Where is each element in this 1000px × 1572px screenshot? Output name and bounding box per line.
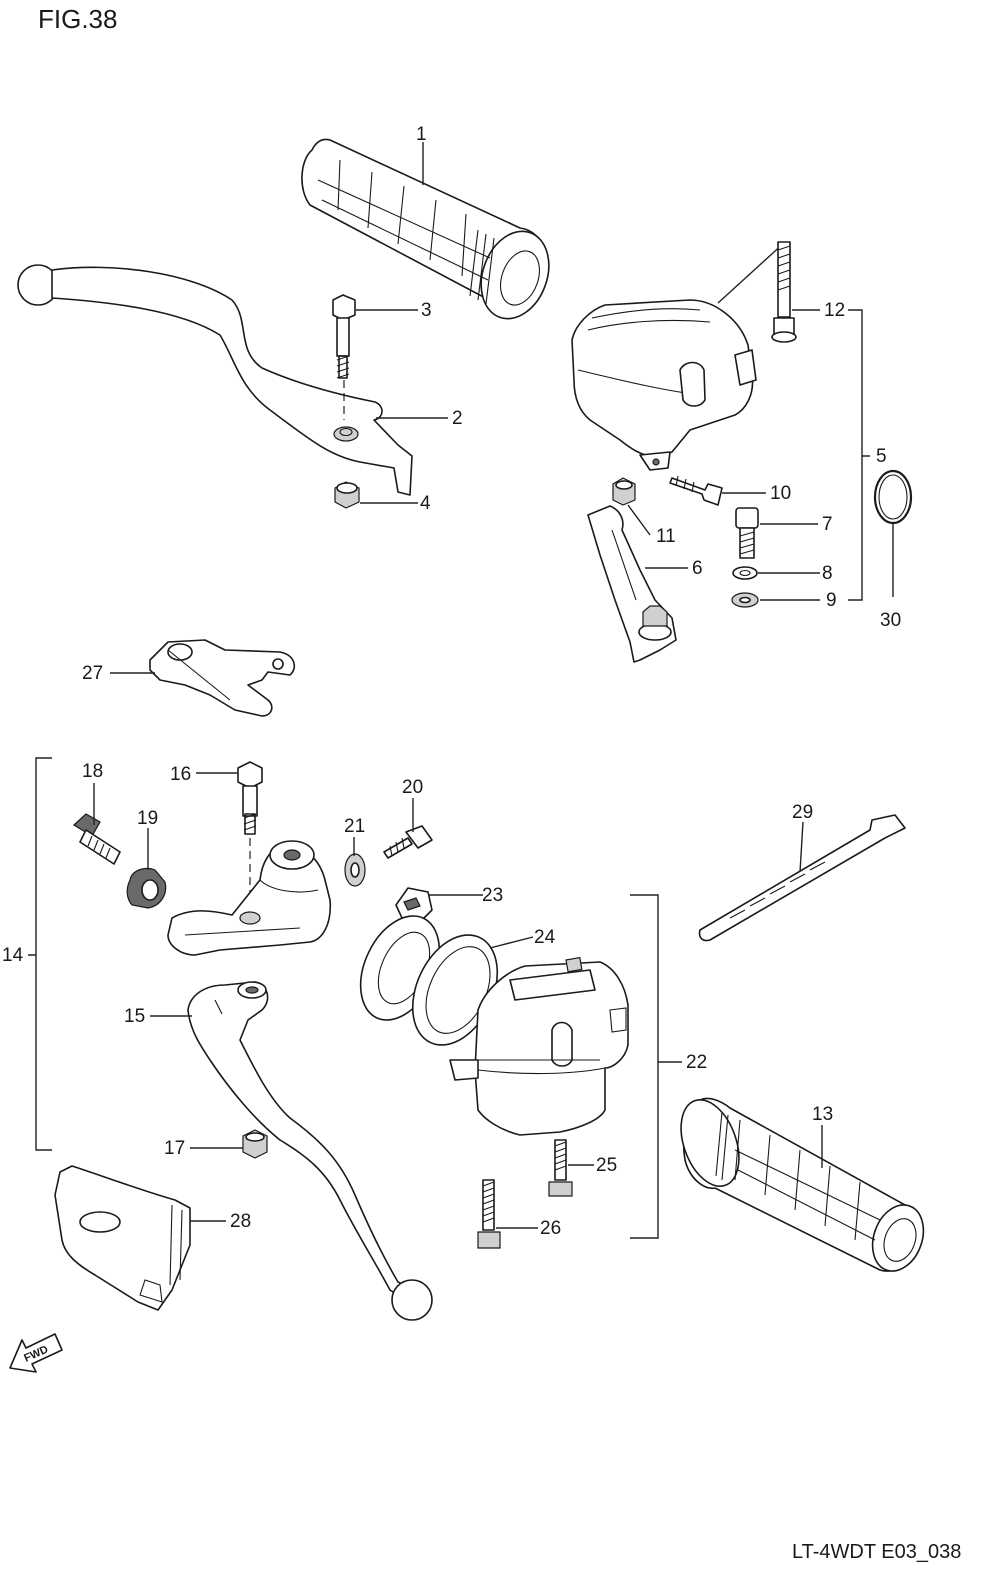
- callout-17: 17: [164, 1138, 185, 1159]
- adjuster-bolt-18: [73, 813, 121, 865]
- callout-11: 11: [656, 526, 676, 547]
- callout-19: 19: [137, 808, 158, 829]
- callout-9: 9: [826, 590, 837, 611]
- callout-13: 13: [812, 1104, 833, 1125]
- callout-15: 15: [124, 1006, 145, 1027]
- screw-26: [477, 1179, 501, 1249]
- callout-1: 1: [416, 124, 427, 145]
- callout-21: 21: [344, 816, 365, 837]
- bolt-16: [237, 761, 263, 835]
- nut-11: [612, 477, 636, 506]
- master-cylinder: [571, 299, 757, 471]
- lever-holder-14: [167, 840, 332, 956]
- brake-lever-upper: [17, 264, 413, 496]
- figure-title: FIG.38: [38, 4, 117, 34]
- nut-17: [242, 1129, 268, 1159]
- adjuster-nut-19: [126, 867, 167, 909]
- callout-27: 27: [82, 663, 103, 684]
- washer-9: [731, 592, 759, 608]
- callout-6: 6: [692, 558, 703, 579]
- washer-8: [732, 566, 758, 580]
- grip-left: [301, 138, 550, 320]
- nut-4: [334, 481, 360, 509]
- callout-2: 2: [452, 408, 463, 429]
- callout-5: 5: [876, 446, 887, 467]
- clutch-lever-15: [187, 981, 433, 1321]
- switch-box-22: [449, 956, 629, 1136]
- screw-25: [548, 1139, 573, 1197]
- callout-29: 29: [792, 802, 813, 823]
- cable-tie-29: [698, 814, 906, 942]
- o-ring-30: [873, 469, 913, 525]
- screw-10: [669, 475, 723, 506]
- callout-26: 26: [540, 1218, 561, 1239]
- figure-code: LT-4WDT E03_038: [792, 1541, 961, 1563]
- leader-lines: [93, 142, 894, 1229]
- callout-25: 25: [596, 1155, 617, 1176]
- callout-24: 24: [534, 927, 556, 948]
- callout-28: 28: [230, 1211, 251, 1232]
- callout-10: 10: [770, 483, 791, 504]
- callout-4: 4: [420, 493, 431, 514]
- boot-cover-28: [54, 1165, 191, 1311]
- callout-30: 30: [880, 610, 901, 631]
- bolt-7: [735, 507, 759, 559]
- callout-14: 14: [2, 945, 24, 966]
- cable-holder-23: [395, 887, 433, 921]
- callout-3: 3: [421, 300, 432, 321]
- callout-16: 16: [170, 764, 191, 785]
- callout-7: 7: [822, 514, 833, 535]
- bolt-12: [771, 241, 797, 343]
- screw-20: [383, 825, 433, 859]
- washer-21: [344, 853, 366, 887]
- callout-labels: 1 2 3 4 5 6 7 8 9 10 11 12 13 14 15 16 1…: [2, 124, 901, 1239]
- callout-23: 23: [482, 885, 503, 906]
- bolt-3: [332, 294, 356, 379]
- group-brackets: [28, 309, 870, 1239]
- callout-22: 22: [686, 1052, 707, 1073]
- switch-rings-24: [359, 915, 499, 1046]
- callout-18: 18: [82, 761, 103, 782]
- callout-12: 12: [824, 300, 845, 321]
- callout-8: 8: [822, 563, 833, 584]
- bracket-27: [149, 639, 296, 717]
- callout-20: 20: [402, 777, 423, 798]
- grip-right: [680, 1097, 925, 1272]
- lever-arm-6: [587, 505, 677, 663]
- forward-direction-arrow-icon: FWD: [9, 1333, 63, 1373]
